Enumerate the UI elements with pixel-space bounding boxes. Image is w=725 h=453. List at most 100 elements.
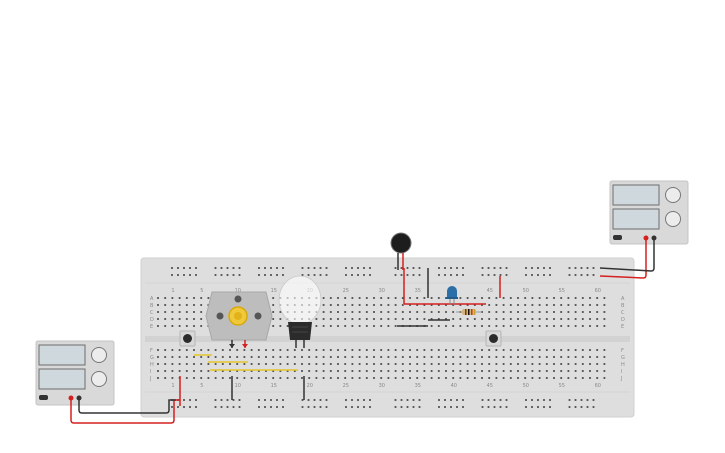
breadboard-hole[interactable]	[258, 399, 260, 401]
breadboard-hole[interactable]	[258, 274, 260, 276]
breadboard-hole[interactable]	[178, 311, 181, 313]
breadboard-hole[interactable]	[416, 377, 419, 379]
breadboard-hole[interactable]	[257, 363, 260, 365]
breadboard-hole[interactable]	[257, 356, 260, 358]
breadboard-hole[interactable]	[525, 406, 527, 408]
breadboard-hole[interactable]	[524, 377, 527, 379]
breadboard-hole[interactable]	[406, 399, 409, 401]
breadboard-hole[interactable]	[315, 325, 318, 327]
breadboard-hole[interactable]	[430, 356, 433, 358]
breadboard-hole[interactable]	[265, 363, 267, 365]
breadboard-hole[interactable]	[430, 370, 433, 372]
breadboard-hole[interactable]	[157, 304, 159, 306]
breadboard-hole[interactable]	[509, 377, 512, 379]
breadboard-hole[interactable]	[568, 274, 571, 276]
breadboard-hole[interactable]	[444, 274, 446, 276]
breadboard-hole[interactable]	[276, 399, 278, 401]
breadboard-hole[interactable]	[221, 363, 224, 365]
breadboard-hole[interactable]	[250, 377, 253, 379]
breadboard-hole[interactable]	[553, 377, 555, 379]
breadboard-hole[interactable]	[444, 267, 446, 269]
breadboard-hole[interactable]	[265, 356, 267, 358]
breadboard-hole[interactable]	[524, 363, 527, 365]
breadboard-hole[interactable]	[473, 325, 476, 327]
breadboard-hole[interactable]	[286, 363, 289, 365]
breadboard-hole[interactable]	[387, 304, 390, 306]
breadboard-hole[interactable]	[380, 377, 383, 379]
breadboard-hole[interactable]	[531, 399, 533, 401]
breadboard-hole[interactable]	[200, 304, 203, 306]
breadboard-hole[interactable]	[373, 349, 375, 351]
breadboard-hole[interactable]	[596, 297, 599, 299]
breadboard-hole[interactable]	[394, 297, 397, 299]
breadboard-hole[interactable]	[466, 318, 469, 320]
breadboard-hole[interactable]	[171, 356, 174, 358]
breadboard-hole[interactable]	[488, 349, 491, 351]
breadboard-hole[interactable]	[567, 377, 570, 379]
breadboard-hole[interactable]	[517, 363, 519, 365]
breadboard-hole[interactable]	[509, 325, 512, 327]
breadboard-hole[interactable]	[517, 304, 519, 306]
breadboard-hole[interactable]	[193, 370, 195, 372]
breadboard-hole[interactable]	[509, 349, 512, 351]
breadboard-hole[interactable]	[214, 370, 217, 372]
breadboard-hole[interactable]	[574, 406, 577, 408]
breadboard-hole[interactable]	[200, 325, 203, 327]
breadboard-hole[interactable]	[445, 356, 447, 358]
breadboard-hole[interactable]	[524, 349, 527, 351]
breadboard-hole[interactable]	[545, 370, 548, 372]
breadboard-hole[interactable]	[438, 399, 440, 401]
breadboard-hole[interactable]	[157, 311, 159, 313]
breadboard-hole[interactable]	[394, 274, 397, 276]
breadboard-hole[interactable]	[524, 318, 527, 320]
breadboard-hole[interactable]	[531, 267, 533, 269]
breadboard-hole[interactable]	[394, 370, 397, 372]
breadboard-hole[interactable]	[387, 318, 390, 320]
breadboard-hole[interactable]	[430, 297, 433, 299]
breadboard-hole[interactable]	[164, 311, 167, 313]
breadboard-hole[interactable]	[481, 318, 483, 320]
breadboard-hole[interactable]	[459, 377, 462, 379]
breadboard-hole[interactable]	[344, 318, 347, 320]
breadboard-hole[interactable]	[444, 406, 446, 408]
breadboard-hole[interactable]	[279, 363, 282, 365]
breadboard-hole[interactable]	[459, 304, 462, 306]
breadboard-hole[interactable]	[560, 363, 563, 365]
breadboard-hole[interactable]	[531, 297, 534, 299]
breadboard-hole[interactable]	[207, 370, 210, 372]
breadboard-hole[interactable]	[495, 349, 498, 351]
breadboard-hole[interactable]	[567, 325, 570, 327]
breadboard-hole[interactable]	[243, 370, 246, 372]
breadboard-hole[interactable]	[226, 267, 229, 269]
breadboard-hole[interactable]	[337, 370, 339, 372]
breadboard-hole[interactable]	[373, 377, 375, 379]
breadboard-hole[interactable]	[509, 370, 512, 372]
breadboard-hole[interactable]	[178, 370, 181, 372]
breadboard-hole[interactable]	[401, 297, 404, 299]
breadboard-hole[interactable]	[581, 363, 584, 365]
breadboard-hole[interactable]	[380, 349, 383, 351]
breadboard-hole[interactable]	[369, 274, 371, 276]
breadboard-hole[interactable]	[543, 399, 545, 401]
breadboard-hole[interactable]	[337, 297, 339, 299]
breadboard-hole[interactable]	[394, 363, 397, 365]
breadboard-hole[interactable]	[337, 363, 339, 365]
power-supply-left[interactable]	[35, 340, 115, 406]
breadboard-hole[interactable]	[545, 304, 548, 306]
breadboard-hole[interactable]	[200, 311, 203, 313]
breadboard-hole[interactable]	[488, 318, 491, 320]
breadboard-hole[interactable]	[531, 363, 534, 365]
breadboard-hole[interactable]	[437, 311, 440, 313]
breadboard-hole[interactable]	[537, 399, 539, 401]
breadboard-hole[interactable]	[236, 349, 239, 351]
breadboard-hole[interactable]	[437, 370, 440, 372]
breadboard-hole[interactable]	[538, 311, 541, 313]
breadboard-hole[interactable]	[387, 377, 390, 379]
pushbutton-right[interactable]	[485, 330, 502, 347]
breadboard-hole[interactable]	[437, 363, 440, 365]
breadboard-hole[interactable]	[574, 349, 577, 351]
breadboard-hole[interactable]	[270, 399, 272, 401]
wires[interactable]	[179, 268, 501, 406]
breadboard-hole[interactable]	[502, 297, 505, 299]
breadboard-hole[interactable]	[459, 356, 462, 358]
